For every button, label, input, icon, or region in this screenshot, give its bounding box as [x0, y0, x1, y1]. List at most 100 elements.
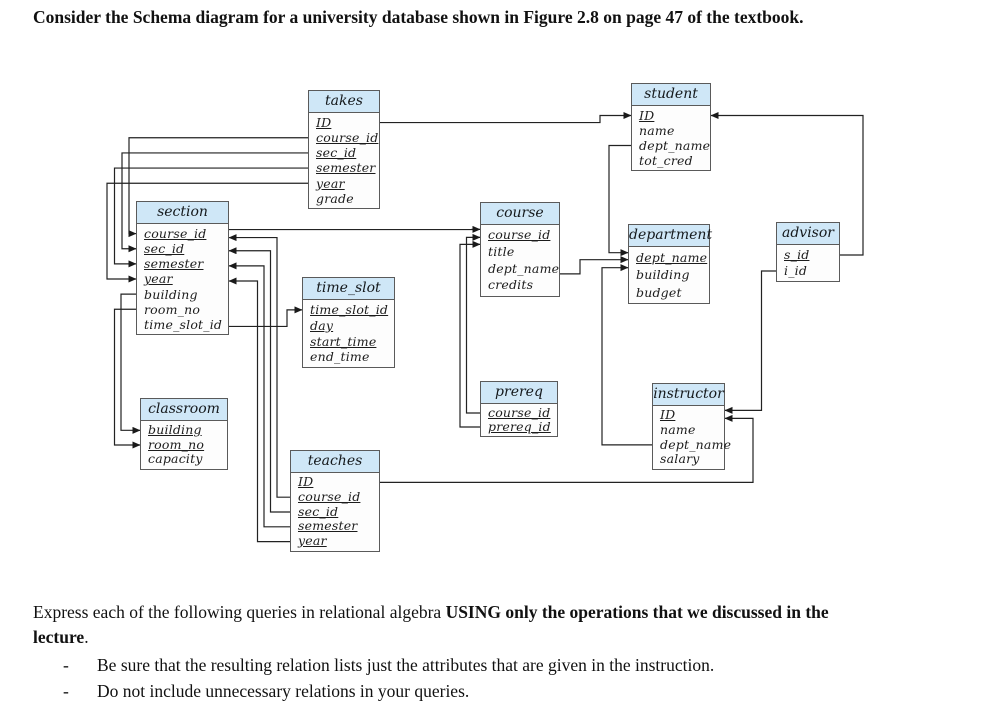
attr-takes-year: year	[316, 175, 345, 191]
connection-takes-ID-to-student-ID	[380, 112, 632, 124]
connection-teaches-year-to-section-year	[228, 277, 290, 543]
table-title-teaches: teaches	[291, 451, 379, 473]
attr-section-sec_id: sec_id	[144, 241, 185, 257]
attr-advisor-i_id: i_id	[784, 263, 808, 278]
connection-course-dept_name-to-department-dept_name	[560, 256, 629, 275]
bullet-item: - Do not include unnecessary relations i…	[63, 678, 903, 704]
attr-teaches-semester: semester	[298, 518, 358, 534]
attr-teaches-ID: ID	[298, 474, 314, 489]
table-title-department: department	[629, 225, 712, 247]
attr-instructor-dept_name: dept_name	[660, 436, 732, 452]
attr-department-dept_name: dept_name	[636, 250, 708, 265]
table-title-advisor: advisor	[777, 223, 839, 245]
attr-section-building: building	[144, 286, 198, 302]
attr-course-credits: credits	[488, 277, 534, 293]
attr-takes-course_id: course_id	[316, 130, 379, 146]
connection-teaches-semester-to-section-semester	[228, 262, 290, 528]
connection-teaches-sec_id-to-section-sec_id	[228, 247, 290, 513]
connection-advisor-i_id-to-instructor-ID	[724, 270, 776, 414]
table-title-classroom: classroom	[141, 399, 227, 421]
attr-student-name: name	[639, 123, 675, 138]
table-title-section: section	[137, 202, 228, 224]
attr-section-room_no: room_no	[144, 301, 201, 317]
bullet-text: Be sure that the resulting relation list…	[97, 655, 715, 675]
attr-teaches-course_id: course_id	[298, 488, 361, 504]
attr-instructor-ID: ID	[660, 407, 676, 422]
footer-lead-bold: USING only the operations that we discus…	[33, 602, 829, 647]
attr-section-course_id: course_id	[144, 226, 207, 241]
connection-prereq-course_id-to-course-course_id	[465, 233, 481, 414]
footer-lead-period: .	[84, 627, 89, 647]
attr-classroom-building: building	[148, 422, 202, 437]
attr-department-budget: budget	[636, 284, 682, 300]
attr-advisor-s_id: s_id	[784, 247, 810, 262]
attr-teaches-year: year	[298, 533, 327, 549]
table-title-takes: takes	[309, 91, 379, 113]
attr-course-title: title	[488, 243, 515, 259]
attr-student-ID: ID	[639, 108, 655, 123]
bullet-dash: -	[63, 655, 69, 675]
bullet-text: Do not include unnecessary relations in …	[97, 681, 470, 701]
footer-bullets: - Be sure that the resulting relation li…	[63, 652, 903, 704]
attr-teaches-sec_id: sec_id	[298, 503, 339, 519]
table-title-instructor: instructor	[653, 384, 724, 406]
attr-classroom-capacity: capacity	[148, 451, 203, 467]
table-title-student: student	[632, 84, 710, 106]
table-title-time_slot: time_slot	[303, 278, 394, 300]
attr-instructor-name: name	[660, 421, 696, 437]
attr-section-year: year	[144, 271, 173, 287]
attr-instructor-salary: salary	[660, 451, 700, 467]
attr-takes-grade: grade	[316, 190, 354, 206]
connection-section-time_slot_id-to-time_slot-time_slot_id	[229, 306, 303, 328]
attr-takes-semester: semester	[316, 160, 376, 176]
attr-classroom-room_no: room_no	[148, 436, 205, 452]
attr-section-semester: semester	[144, 256, 204, 272]
footer-lead: Express each of the following queries in…	[33, 600, 843, 650]
table-title-course: course	[481, 203, 559, 225]
attr-takes-sec_id: sec_id	[316, 145, 357, 161]
bullet-item: - Be sure that the resulting relation li…	[63, 652, 903, 678]
connection-teaches-course_id-to-section-course_id	[228, 234, 290, 498]
attr-time_slot-start_time: start_time	[310, 333, 377, 349]
attr-course-course_id: course_id	[488, 227, 551, 242]
intro-bold: Consider the Schema diagram for a univer…	[33, 7, 804, 27]
bullet-dash: -	[63, 681, 69, 701]
connection-prereq-prereq_id-to-course-course_id	[459, 240, 481, 428]
table-title-prereq: prereq	[481, 382, 557, 404]
attr-time_slot-day: day	[310, 317, 334, 333]
attr-time_slot-end_time: end_time	[310, 349, 370, 365]
attr-department-building: building	[636, 267, 690, 283]
attr-prereq-course_id: course_id	[488, 405, 551, 420]
intro-text: Consider the Schema diagram for a univer…	[33, 6, 833, 29]
attr-course-dept_name: dept_name	[488, 260, 560, 276]
attr-student-dept_name: dept_name	[639, 138, 711, 153]
attr-takes-ID: ID	[316, 115, 332, 130]
attr-prereq-prereq_id: prereq_id	[488, 419, 551, 434]
attr-student-tot_cred: tot_cred	[639, 153, 693, 168]
attr-time_slot-time_slot_id: time_slot_id	[310, 302, 389, 317]
attr-section-time_slot_id: time_slot_id	[144, 316, 223, 332]
